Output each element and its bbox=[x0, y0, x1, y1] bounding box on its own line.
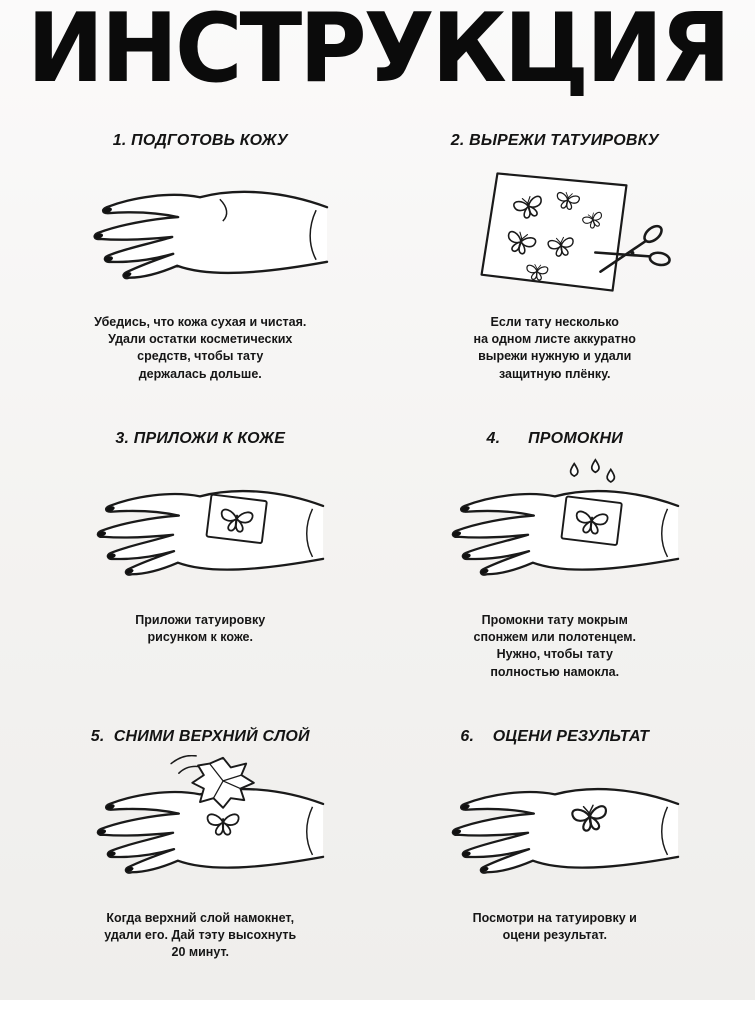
step-5: 5. СНИМИ ВЕРХНИЙ СЛОЙ bbox=[36, 716, 365, 1014]
step-1-caption: Убедись, что кожа сухая и чистая. Удали … bbox=[94, 314, 307, 381]
tattoo-paper-patch bbox=[205, 493, 268, 544]
sheet-and-scissors-drawing bbox=[480, 172, 671, 292]
step-2: 2. ВЫРЕЖИ ТАТУИРОВКУ bbox=[391, 120, 720, 418]
soak-illustration bbox=[391, 450, 720, 610]
page-title: ИНСТРУКЦИЯ bbox=[26, 0, 731, 104]
hand-with-paper-drawing bbox=[97, 489, 325, 576]
step-6-caption: Посмотри на татуировку и оцени результат… bbox=[472, 910, 637, 943]
peel-layer-illustration bbox=[36, 748, 365, 908]
step-2-caption: Если тату несколько на одном листе аккур… bbox=[473, 314, 636, 381]
cut-tattoo-sheet-illustration bbox=[391, 152, 720, 312]
step-6: 6. ОЦЕНИ РЕЗУЛЬТАТ bbox=[391, 716, 720, 1014]
steps-grid: 1. ПОДГОТОВЬ КОЖУ Убедись, что кожа суха… bbox=[0, 94, 755, 1014]
hand-drawing bbox=[93, 190, 329, 280]
step-4-title: 4. ПРОМОКНИ bbox=[486, 429, 623, 447]
step-1-title: 1. ПОДГОТОВЬ КОЖУ bbox=[112, 131, 288, 149]
result-illustration bbox=[391, 748, 720, 908]
tattoo-sheet bbox=[480, 172, 628, 292]
step-4: 4. ПРОМОКНИ bbox=[391, 418, 720, 716]
hand-with-tattoo-drawing bbox=[451, 787, 679, 874]
hand-with-drops-drawing bbox=[451, 458, 679, 576]
hand-peeling-drawing bbox=[97, 754, 325, 874]
peeled-paper bbox=[191, 756, 256, 809]
step-6-title: 6. ОЦЕНИ РЕЗУЛЬТАТ bbox=[460, 727, 650, 745]
scissors-icon bbox=[593, 224, 671, 273]
step-3-title: 3. ПРИЛОЖИ К КОЖЕ bbox=[115, 429, 286, 447]
tattoo-paper-patch bbox=[560, 495, 623, 546]
step-5-title: 5. СНИМИ ВЕРХНИЙ СЛОЙ bbox=[90, 727, 310, 745]
prepare-skin-hand-illustration bbox=[36, 152, 365, 312]
apply-to-skin-illustration bbox=[36, 450, 365, 610]
step-4-caption: Промокни тату мокрым спонжем или полотен… bbox=[473, 612, 636, 679]
step-2-title: 2. ВЫРЕЖИ ТАТУИРОВКУ bbox=[450, 131, 659, 149]
step-5-caption: Когда верхний слой намокнет, удали его. … bbox=[104, 910, 297, 960]
step-1: 1. ПОДГОТОВЬ КОЖУ Убедись, что кожа суха… bbox=[36, 120, 365, 418]
water-drops-icon bbox=[569, 458, 615, 483]
step-3: 3. ПРИЛОЖИ К КОЖЕ bbox=[36, 418, 365, 716]
step-3-caption: Приложи татуировку рисунком к коже. bbox=[135, 612, 266, 645]
motion-lines bbox=[170, 754, 200, 774]
